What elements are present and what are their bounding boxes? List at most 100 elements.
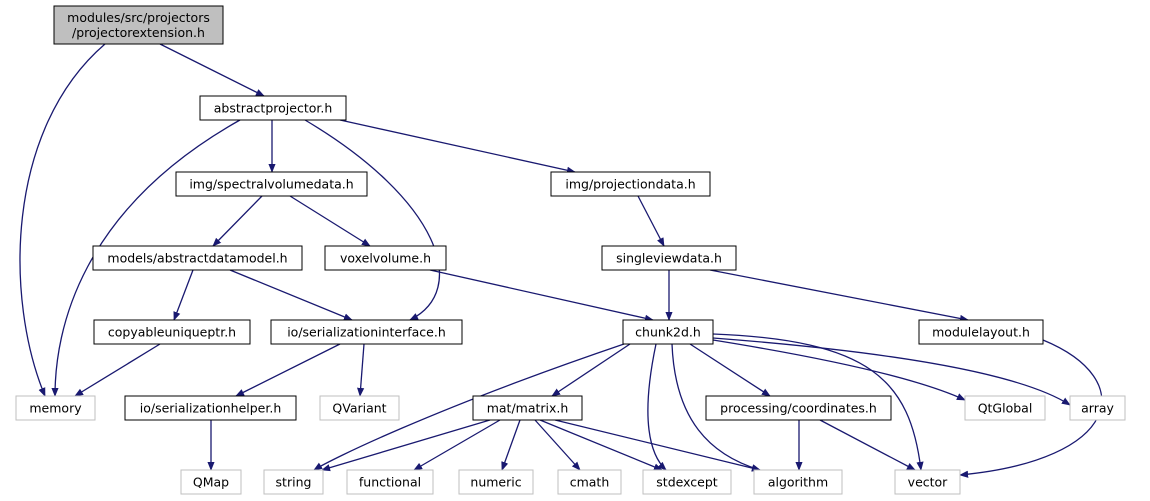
node-spectralvolumedata[interactable]: img/spectralvolumedata.h xyxy=(175,171,368,197)
edge-line xyxy=(74,343,161,397)
node-box xyxy=(918,319,1044,345)
edge-matrix-to-functional xyxy=(413,419,501,471)
node-label: processing/coordinates.h xyxy=(720,401,877,416)
edge-line xyxy=(357,343,365,397)
edge-line xyxy=(647,343,667,471)
node-label: array xyxy=(1081,401,1114,416)
node-box xyxy=(199,95,347,121)
node-functional: functional xyxy=(346,469,434,495)
node-vector: vector xyxy=(894,469,961,495)
edge-abstractprojector-to-memory xyxy=(51,119,241,397)
edge-line xyxy=(712,339,966,401)
node-box xyxy=(324,245,447,271)
edge-line xyxy=(539,419,663,471)
edge-chunk2d-to-algorithm xyxy=(671,343,761,472)
node-label: chunk2d.h xyxy=(635,325,701,340)
node-label: QVariant xyxy=(332,401,386,416)
edge-abstractdatamodel-to-copyableuniqueptr xyxy=(173,269,194,321)
edge-line xyxy=(534,419,581,471)
node-box xyxy=(458,469,534,495)
edge-line xyxy=(51,119,241,397)
node-coordinates[interactable]: processing/coordinates.h xyxy=(705,395,892,421)
node-box xyxy=(601,245,737,271)
edge-spectralvolumedata-to-abstractdatamodel xyxy=(212,195,263,247)
node-projectiondata[interactable]: img/projectiondata.h xyxy=(550,171,711,197)
node-abstractprojector[interactable]: abstractprojector.h xyxy=(199,95,347,121)
edge-matrix-to-cmath xyxy=(534,419,581,471)
node-box xyxy=(263,469,324,495)
node-label: voxelvolume.h xyxy=(340,251,431,266)
node-abstractdatamodel[interactable]: models/abstractdatamodel.h xyxy=(92,245,303,271)
node-box xyxy=(346,469,434,495)
edge-copyableuniqueptr-to-memory xyxy=(74,343,161,397)
edge-line xyxy=(551,343,631,397)
node-box xyxy=(270,319,463,345)
edge-spectralvolumedata-to-voxelvolume xyxy=(289,195,371,247)
edge-serializationinterface-to-serializationhelper xyxy=(235,343,341,397)
node-box xyxy=(92,245,303,271)
node-root[interactable]: modules/src/projectors/projectorextensio… xyxy=(53,5,224,45)
edge-singleviewdata-to-modulelayout xyxy=(709,269,969,322)
edge-line xyxy=(159,43,265,97)
node-box xyxy=(642,469,732,495)
edge-chunk2d-to-qtglobal xyxy=(712,339,966,401)
edge-matrix-to-string xyxy=(321,419,491,472)
node-label: stdexcept xyxy=(656,475,717,490)
node-modulelayout[interactable]: modulelayout.h xyxy=(918,319,1044,345)
node-serializationhelper[interactable]: io/serializationhelper.h xyxy=(124,395,297,421)
node-label: io/serializationhelper.h xyxy=(140,401,282,416)
node-label: mat/matrix.h xyxy=(487,401,569,416)
edge-chunk2d-to-matrix xyxy=(551,343,631,397)
node-box xyxy=(894,469,961,495)
node-serializationinterface[interactable]: io/serializationinterface.h xyxy=(270,319,463,345)
node-singleviewdata[interactable]: singleviewdata.h xyxy=(601,245,737,271)
edge-line xyxy=(819,419,916,471)
node-matrix[interactable]: mat/matrix.h xyxy=(472,395,583,421)
node-label: QMap xyxy=(193,475,229,490)
node-box xyxy=(124,395,297,421)
edge-line xyxy=(689,343,771,397)
edge-projectiondata-to-singleviewdata xyxy=(637,195,665,247)
node-array: array xyxy=(1069,395,1126,421)
edge-root-to-abstractprojector xyxy=(159,43,265,97)
node-qvariant: QVariant xyxy=(319,395,400,421)
node-chunk2d[interactable]: chunk2d.h xyxy=(622,319,714,345)
edge-line xyxy=(321,419,491,472)
node-box xyxy=(472,395,583,421)
edge-matrix-to-numeric xyxy=(501,419,521,471)
node-box xyxy=(705,395,892,421)
node-box xyxy=(53,5,224,45)
node-label: modules/src/projectors xyxy=(67,10,210,25)
node-box xyxy=(15,395,96,421)
node-label: abstractprojector.h xyxy=(214,101,333,116)
node-box xyxy=(753,469,843,495)
edge-line xyxy=(554,419,761,472)
node-label: memory xyxy=(29,401,82,416)
node-box xyxy=(557,469,622,495)
edge-line xyxy=(637,195,665,247)
node-label: cmath xyxy=(570,475,610,490)
edge-line xyxy=(501,419,521,471)
node-label: numeric xyxy=(470,475,521,490)
node-voxelvolume[interactable]: voxelvolume.h xyxy=(324,245,447,271)
edge-line xyxy=(19,43,106,397)
edge-abstractprojector-to-serializationinterface xyxy=(304,119,441,321)
node-algorithm: algorithm xyxy=(753,469,843,495)
edges-layer xyxy=(19,43,1103,478)
edge-serializationinterface-to-qvariant xyxy=(357,343,365,397)
edge-matrix-to-algorithm xyxy=(554,419,761,472)
node-label: singleviewdata.h xyxy=(616,251,722,266)
edge-voxelvolume-to-chunk2d xyxy=(429,269,654,322)
node-label: copyableuniqueptr.h xyxy=(108,325,236,340)
node-box xyxy=(550,171,711,197)
node-label: /projectorextension.h xyxy=(72,25,205,40)
edge-line xyxy=(229,269,353,321)
node-label: vector xyxy=(908,475,949,490)
edge-line xyxy=(712,337,1071,406)
edge-line xyxy=(304,119,441,321)
edge-line xyxy=(709,269,969,322)
node-label: img/projectiondata.h xyxy=(565,177,695,192)
node-qmap: QMap xyxy=(180,469,242,495)
node-copyableuniqueptr[interactable]: copyableuniqueptr.h xyxy=(93,319,251,345)
